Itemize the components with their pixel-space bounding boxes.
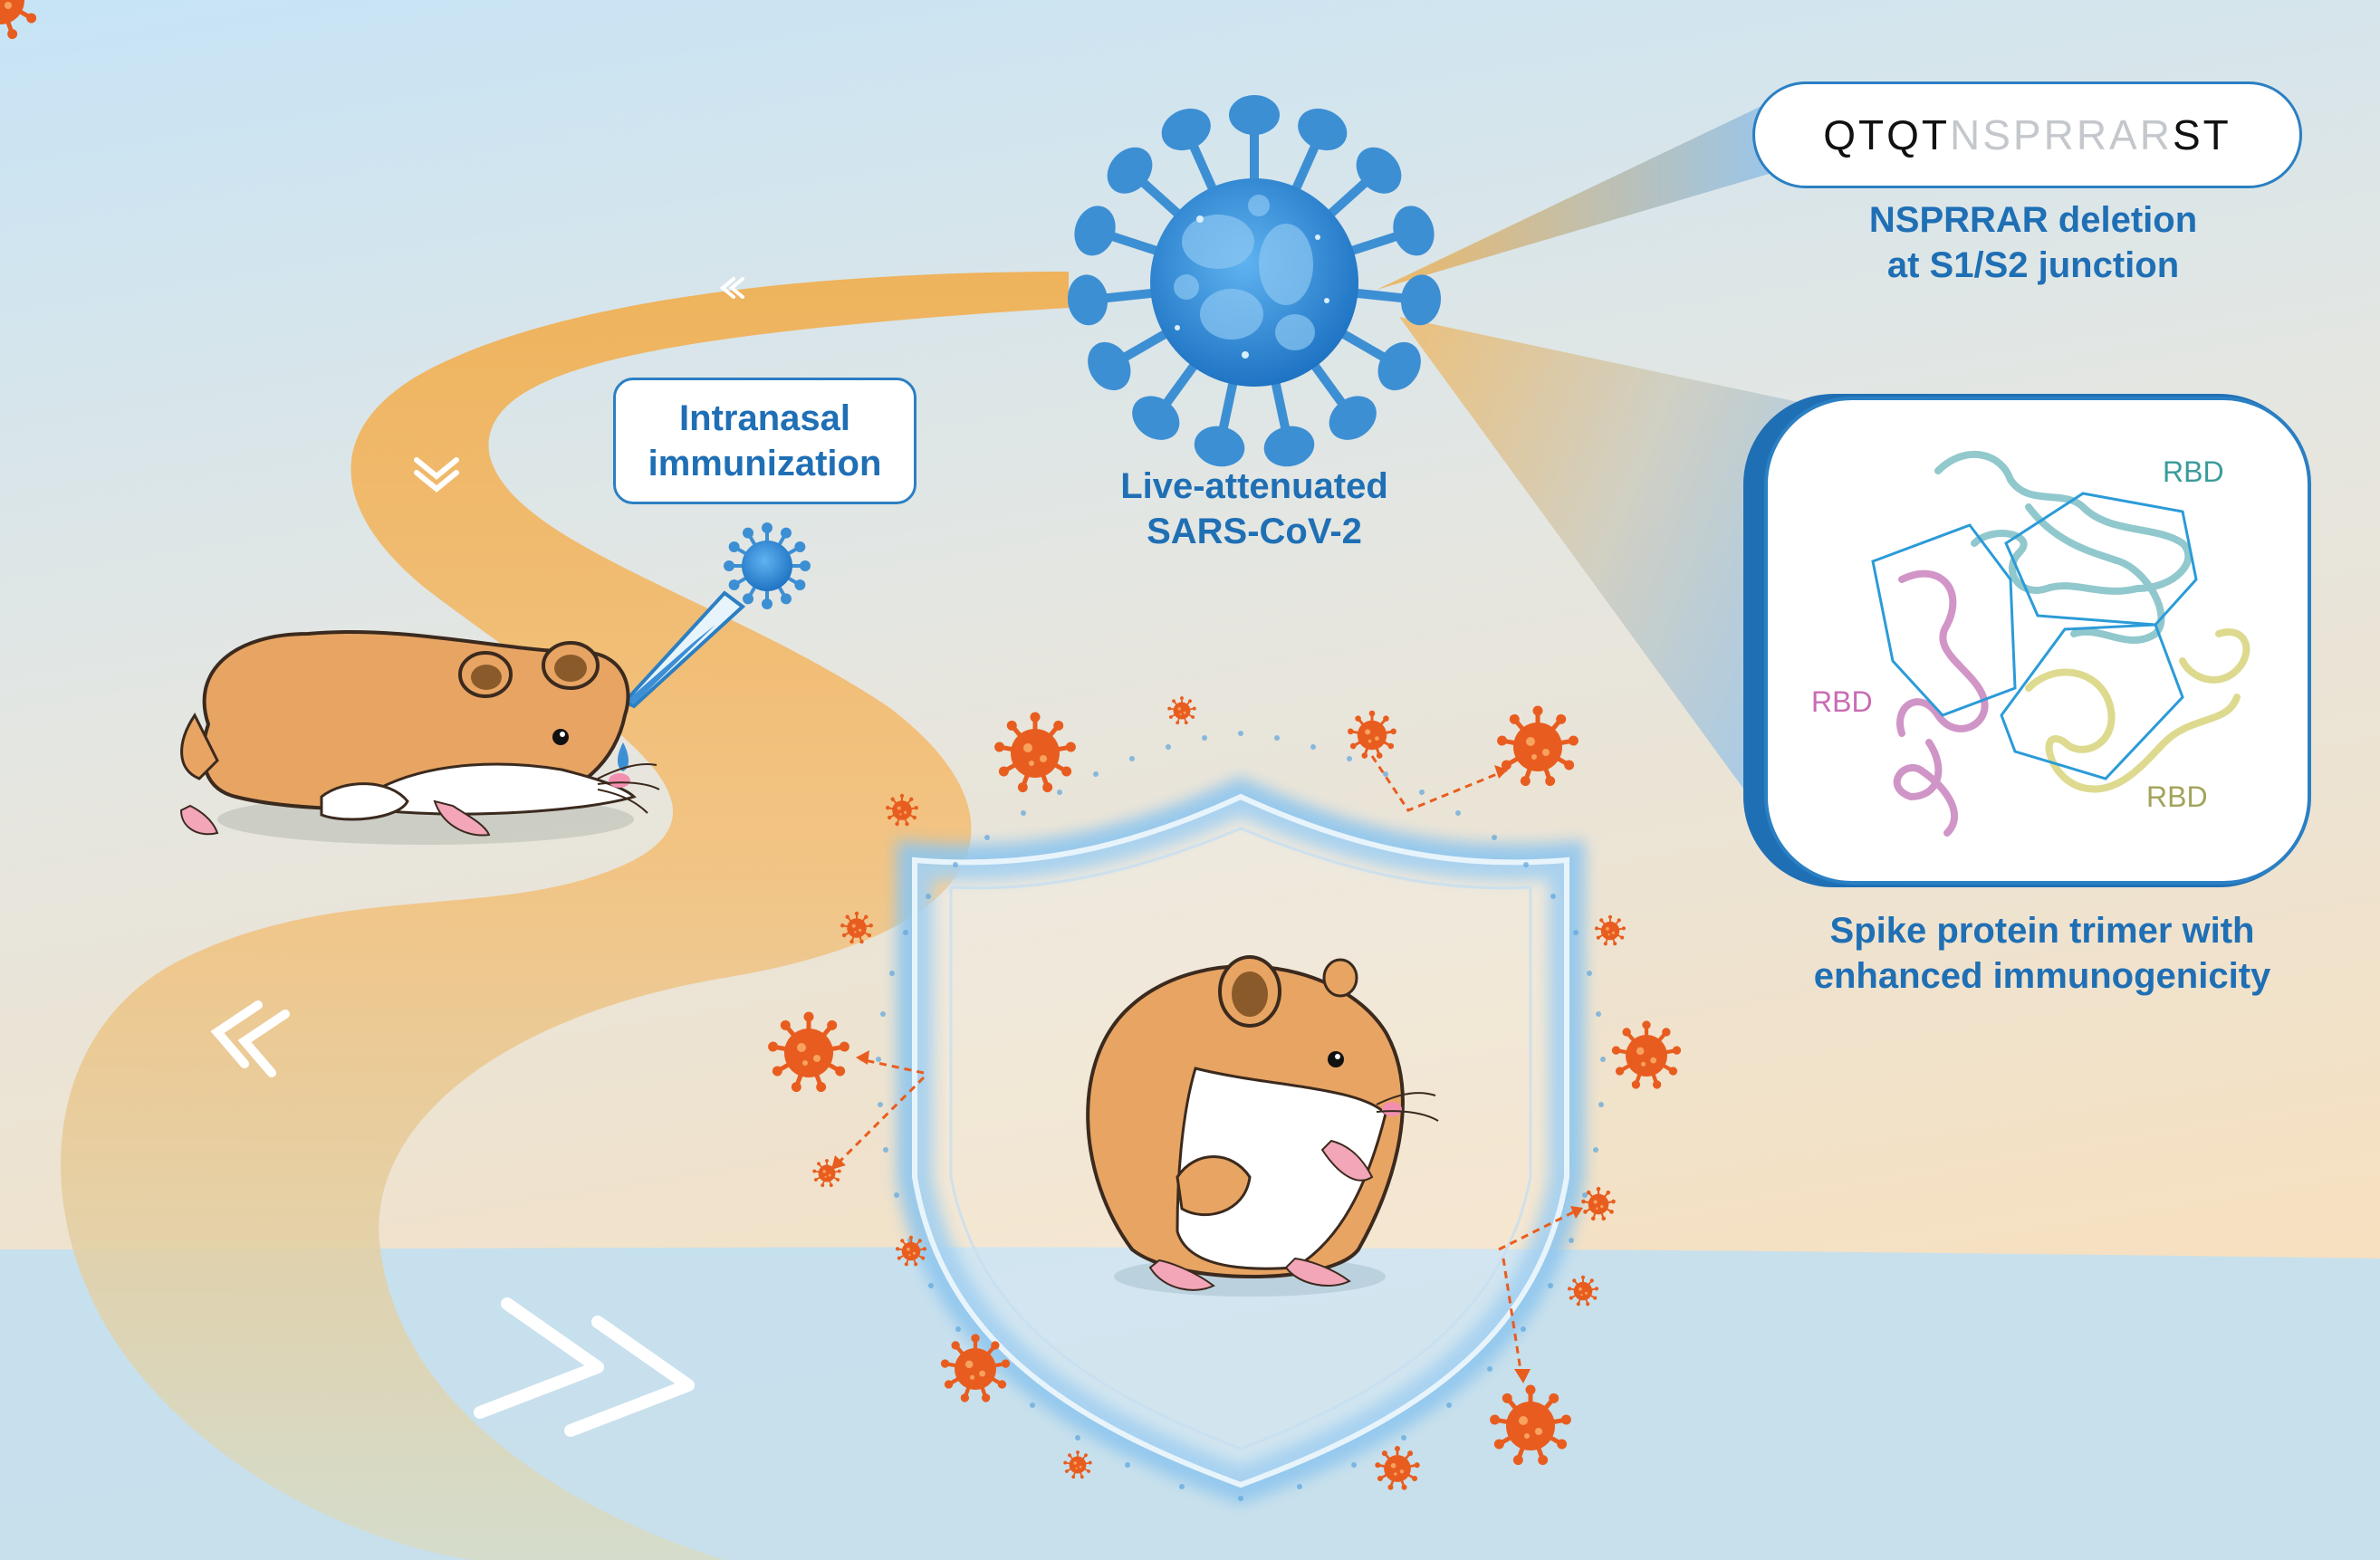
rbd-label-teal: RBD: [2163, 455, 2224, 488]
hamster-walking: [179, 630, 660, 845]
pathogen-particles: [0, 0, 1682, 1491]
virus-icon: [1065, 95, 1444, 472]
intranasal-callout: Intranasal immunization: [613, 378, 916, 504]
small-virus-icon: [724, 522, 811, 609]
deletion-label: NSPRRAR deletion at S1/S2 junction: [1825, 197, 2241, 288]
pipette-icon: [618, 590, 746, 771]
deletion-label-line2: at S1/S2 junction: [1886, 245, 2180, 285]
rbd-label-pink: RBD: [1811, 685, 1873, 718]
winding-path: [61, 272, 1070, 1560]
virus-label: Live-attenuated SARS-CoV-2: [1073, 464, 1435, 554]
spike-label-line1: Spike protein trimer with: [1829, 911, 2255, 951]
intranasal-line1: Intranasal: [679, 398, 850, 438]
hamster-protected: [1086, 955, 1439, 1297]
virus-label-line2: SARS-CoV-2: [1147, 512, 1362, 551]
virus-label-line1: Live-attenuated: [1120, 466, 1388, 506]
rbd-yellow-structure: [2025, 628, 2250, 793]
chevron-small: [719, 277, 744, 299]
rbd-outline-pink: [1871, 523, 2017, 717]
arrowheads: [831, 765, 1583, 1383]
spike-label: Spike protein trimer with enhanced immun…: [1761, 908, 2323, 999]
beam-to-sequence: [1377, 100, 1775, 290]
spike-panel: [1743, 394, 2311, 887]
rbd-label-olive: RBD: [2146, 780, 2208, 813]
rbd-teal-structure: [1934, 451, 2193, 645]
rbd-pink-structure: [1893, 569, 1989, 837]
sequence-suffix: ST: [2172, 111, 2231, 158]
deletion-label-line1: NSPRRAR deletion: [1868, 200, 2198, 240]
sequence-prefix: QTQT: [1823, 111, 1951, 158]
intranasal-line2: immunization: [648, 444, 882, 483]
chevron-medium: [414, 457, 459, 493]
beam-to-spike: [1399, 317, 1802, 869]
rbd-outline-teal: [2004, 492, 2198, 627]
chevron-xlarge: [474, 1297, 695, 1437]
deflection-arrows: [831, 755, 1581, 1377]
sequence-deleted: NSPRRAR: [1950, 111, 2173, 158]
chevron-large: [210, 1000, 290, 1077]
spike-label-line2: enhanced immunogenicity: [1813, 956, 2271, 996]
rbd-outline-yellow: [2000, 623, 2184, 780]
